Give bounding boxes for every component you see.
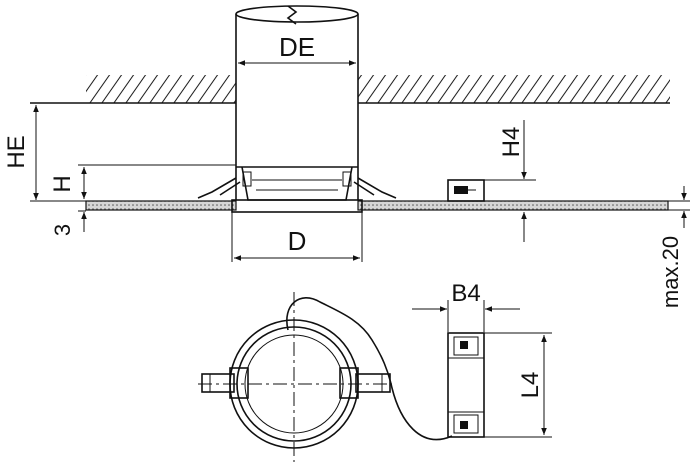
label-l4: L4 xyxy=(517,372,544,399)
installation-cylinder xyxy=(235,5,359,200)
dimension-de: DE xyxy=(238,32,356,66)
label-h4: H4 xyxy=(498,127,525,158)
label-h: H xyxy=(49,175,76,192)
ceiling-slab xyxy=(30,75,670,104)
label-de: DE xyxy=(279,32,315,62)
ceiling-panel xyxy=(85,200,669,211)
dimension-h4: H4 xyxy=(484,120,536,242)
label-max20: max.20 xyxy=(658,236,683,308)
break-mark xyxy=(286,5,298,25)
dimension-d: D xyxy=(231,212,363,262)
dimension-3: 3 xyxy=(50,190,87,236)
label-d: D xyxy=(288,226,307,256)
luminaire-side-view xyxy=(197,166,397,213)
label-b4: B4 xyxy=(451,280,480,307)
dimension-l4: L4 xyxy=(484,332,552,438)
label-he: HE xyxy=(3,135,30,168)
dimension-max20: max.20 xyxy=(658,186,690,308)
label-3: 3 xyxy=(50,224,75,236)
luminaire-top-view xyxy=(198,292,392,462)
driver-top-view xyxy=(447,332,485,438)
dimension-he: HE xyxy=(3,105,86,202)
driver-side-view xyxy=(447,179,485,202)
connection-cable xyxy=(286,297,453,441)
dimension-b4: B4 xyxy=(412,280,520,332)
